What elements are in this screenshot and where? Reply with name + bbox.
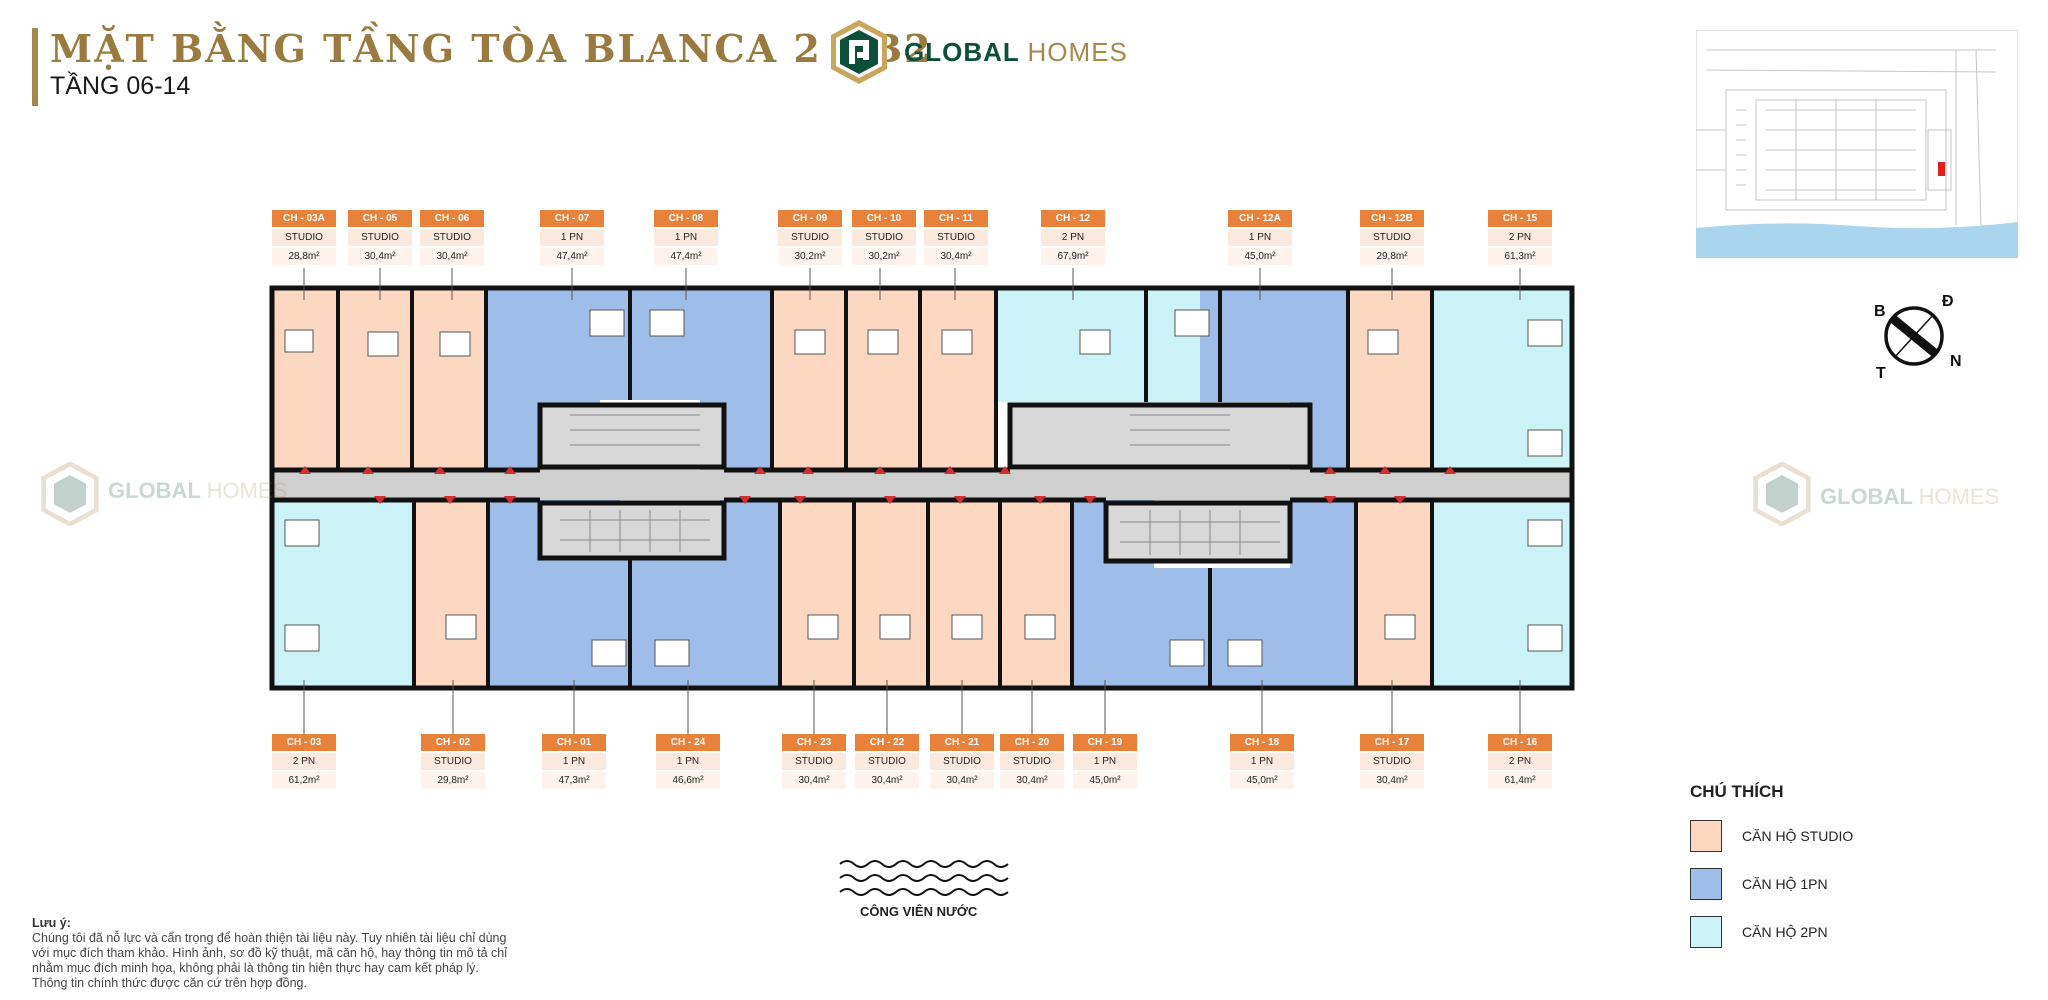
unit-label-ch-05[interactable]: CH - 05 STUDIO 30,4m² — [348, 210, 412, 265]
unit-ch-11[interactable] — [920, 290, 996, 470]
unit-blocks-bottom — [272, 500, 1572, 686]
compass-south: N — [1950, 353, 1962, 370]
legend-swatch-1pn — [1690, 868, 1722, 900]
unit-label-ch-23[interactable]: CH - 23 STUDIO 30,4m² — [782, 734, 846, 789]
building-location-marker — [1938, 162, 1945, 176]
unit-label-ch-18[interactable]: CH - 18 1 PN 45,0m² — [1230, 734, 1294, 789]
unit-ch-24-right — [720, 500, 780, 686]
entry-markers — [299, 466, 1456, 504]
brand-logo: GLOBAL HOMES — [828, 16, 1128, 88]
unit-label-ch-12a[interactable]: CH - 12A 1 PN 45,0m² — [1228, 210, 1292, 265]
unit-label-ch-19[interactable]: CH - 19 1 PN 45,0m² — [1073, 734, 1137, 789]
unit-ch-20[interactable] — [1000, 500, 1072, 686]
floor-subtitle: TẦNG 06-14 — [50, 72, 191, 100]
site-location-map — [1696, 30, 2018, 258]
unit-label-ch-12[interactable]: CH - 12 2 PN 67,9m² — [1041, 210, 1105, 265]
unit-label-ch-07[interactable]: CH - 07 1 PN 47,4m² — [540, 210, 604, 265]
label-leader-lines — [303, 268, 1521, 734]
unit-label-ch-06[interactable]: CH - 06 STUDIO 30,4m² — [420, 210, 484, 265]
legend-item-2pn: CĂN HỘ 2PN — [1690, 916, 1828, 948]
unit-ch-21[interactable] — [928, 500, 1000, 686]
unit-label-ch-09[interactable]: CH - 09 STUDIO 30,2m² — [778, 210, 842, 265]
core-right — [1007, 402, 1313, 564]
compass-north: B — [1874, 303, 1886, 320]
unit-ch-05[interactable] — [338, 290, 412, 470]
unit-label-ch-10[interactable]: CH - 10 STUDIO 30,2m² — [852, 210, 916, 265]
unit-label-ch-08[interactable]: CH - 08 1 PN 47,4m² — [654, 210, 718, 265]
compass-rose: B Đ N T — [1874, 293, 1962, 382]
legend-title: CHÚ THÍCH — [1690, 782, 1784, 801]
watermark-text: GLOBAL HOMES — [1820, 484, 2000, 509]
partition-walls-top — [336, 290, 1434, 470]
unit-label-ch-21[interactable]: CH - 21 STUDIO 30,4m² — [930, 734, 994, 789]
unit-ch-10[interactable] — [846, 290, 920, 470]
unit-blocks-top — [272, 290, 1572, 470]
furniture — [284, 309, 1563, 667]
unit-label-ch-11[interactable]: CH - 11 STUDIO 30,4m² — [924, 210, 988, 265]
water-park-label: CÔNG VIÊN NƯỚC — [860, 904, 978, 919]
unit-label-ch-01[interactable]: CH - 01 1 PN 47,3m² — [542, 734, 606, 789]
unit-label-ch-03a[interactable]: CH - 03A STUDIO 28,8m² — [272, 210, 336, 265]
unit-ch-09[interactable] — [772, 290, 846, 470]
brand-name-light: HOMES — [1027, 36, 1128, 67]
corridor — [272, 470, 1572, 500]
watermark-logo-icon — [41, 462, 99, 526]
unit-ch-12[interactable] — [996, 290, 1146, 402]
unit-label-ch-02[interactable]: CH - 02 STUDIO 29,8m² — [421, 734, 485, 789]
legend-item-1pn: CĂN HỘ 1PN — [1690, 868, 1828, 900]
unit-ch-22[interactable] — [854, 500, 928, 686]
unit-label-ch-12b[interactable]: CH - 12B STUDIO 29,8m² — [1360, 210, 1424, 265]
unit-ch-12b[interactable] — [1348, 290, 1432, 470]
unit-label-ch-20[interactable]: CH - 20 STUDIO 30,4m² — [1000, 734, 1064, 789]
disclaimer-note: Lưu ý: Chúng tôi đã nỗ lực và cẩn trọng … — [32, 916, 507, 990]
compass-east: Đ — [1942, 293, 1954, 310]
partition-walls-bottom — [412, 500, 1434, 686]
unit-ch-03a[interactable] — [272, 290, 338, 470]
title-accent-bar — [32, 28, 38, 106]
unit-label-ch-15[interactable]: CH - 15 2 PN 61,3m² — [1488, 210, 1552, 265]
unit-label-ch-17[interactable]: CH - 17 STUDIO 30,4m² — [1360, 734, 1424, 789]
unit-ch-06[interactable] — [412, 290, 486, 470]
global-homes-logo-icon — [831, 20, 887, 84]
legend-swatch-2pn — [1690, 916, 1722, 948]
brand-name-bold: GLOBAL — [904, 36, 1020, 67]
legend-item-studio: CĂN HỘ STUDIO — [1690, 820, 1853, 852]
compass-west: T — [1876, 365, 1886, 382]
core-left — [537, 402, 727, 561]
unit-ch-02[interactable] — [414, 500, 488, 686]
unit-label-ch-24[interactable]: CH - 24 1 PN 46,6m² — [656, 734, 720, 789]
water-waves-icon — [839, 860, 1009, 896]
page-title: MẶT BẰNG TẦNG TÒA BLANCA 2 - B2 — [50, 26, 933, 71]
watermark-logo-icon — [1753, 462, 1811, 526]
unit-label-ch-22[interactable]: CH - 22 STUDIO 30,4m² — [855, 734, 919, 789]
unit-label-ch-03[interactable]: CH - 03 2 PN 61,2m² — [272, 734, 336, 789]
legend-swatch-studio — [1690, 820, 1722, 852]
unit-label-ch-16[interactable]: CH - 16 2 PN 61,4m² — [1488, 734, 1552, 789]
unit-ch-23[interactable] — [780, 500, 854, 686]
unit-ch-17[interactable] — [1356, 500, 1432, 686]
brand-wordmark: GLOBAL HOMES — [904, 37, 1128, 68]
watermark-text: GLOBAL HOMES — [108, 478, 288, 503]
unit-ch-18-right — [1290, 500, 1356, 686]
